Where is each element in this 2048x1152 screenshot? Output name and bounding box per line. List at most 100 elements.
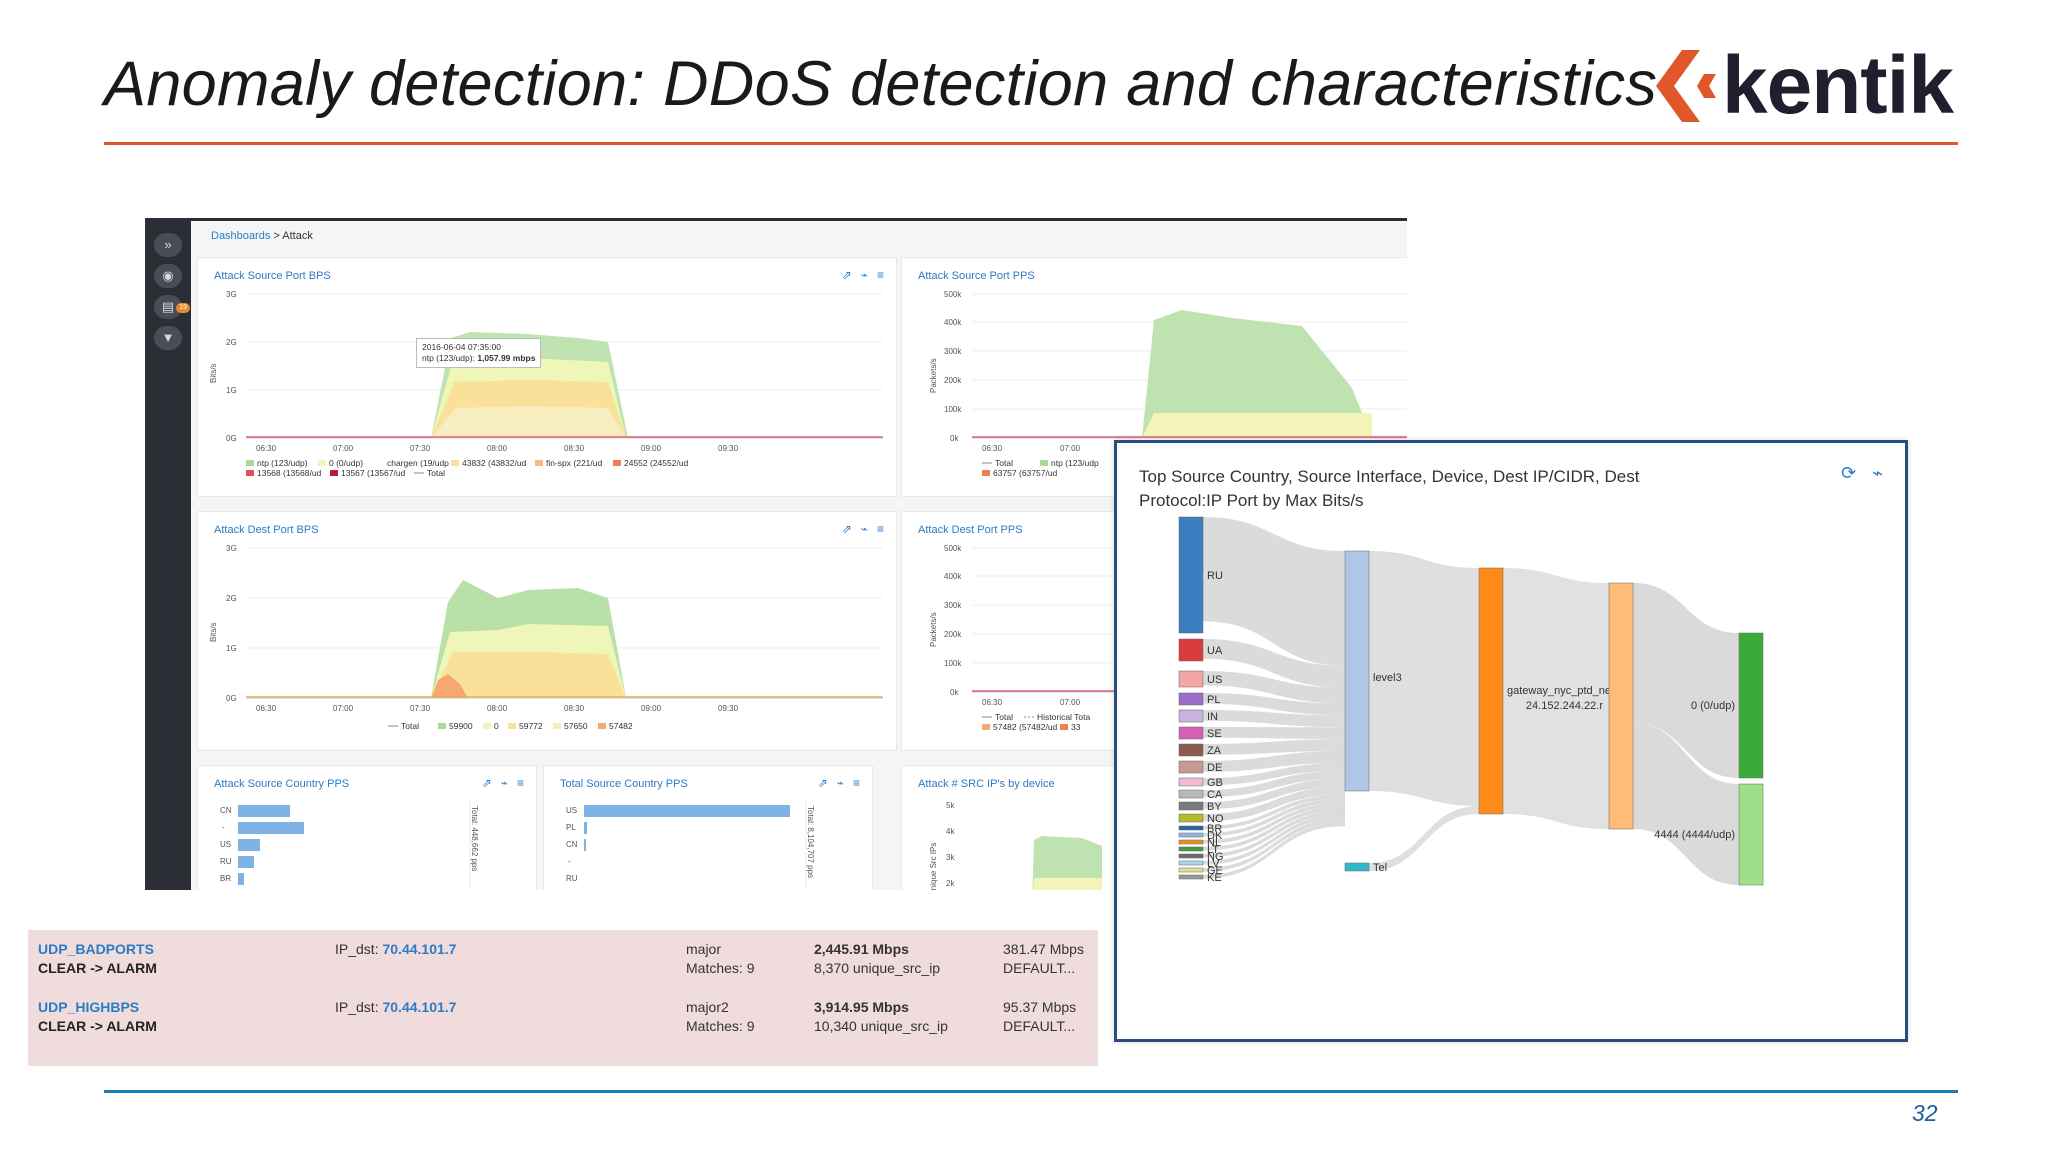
svg-text:Unique Src IPs: Unique Src IPs	[929, 843, 938, 890]
chart-icon[interactable]: ⌁	[500, 776, 508, 790]
svg-text:33: 33	[1071, 722, 1081, 732]
y-axis-label: Bits/s	[209, 363, 218, 383]
sankey-node-country[interactable]	[1178, 726, 1204, 740]
sankey-node-dest-ip[interactable]	[1608, 582, 1634, 830]
sankey-interface-label: level3	[1373, 672, 1402, 684]
external-link-icon[interactable]: ⇗	[817, 776, 828, 790]
page-number: 32	[1912, 1100, 1938, 1126]
breadcrumb-current: Attack	[282, 230, 313, 242]
alarm-severity: major	[686, 941, 722, 957]
logo-wordmark: kentik	[1722, 40, 1954, 131]
sankey-node-country[interactable]	[1178, 743, 1204, 757]
sankey-country-label: PL	[1207, 694, 1220, 706]
sankey-node-country[interactable]	[1178, 867, 1204, 873]
sankey-country-label: RU	[1207, 570, 1223, 582]
sankey-node-country[interactable]	[1178, 516, 1204, 634]
svg-text:57482: 57482	[609, 721, 633, 731]
svg-text:4k: 4k	[946, 827, 955, 836]
link-ip-port	[1633, 723, 1739, 885]
sankey-node-country[interactable]	[1178, 874, 1204, 880]
alarm-baseline: 381.47 Mbps	[1003, 941, 1084, 957]
sankey-node-country[interactable]	[1178, 801, 1204, 811]
refresh-icon[interactable]: ⟳	[1841, 463, 1857, 483]
sankey-node-country[interactable]	[1178, 853, 1204, 859]
breadcrumb: Dashboards > Attack	[211, 230, 313, 242]
link-interface-device	[1369, 806, 1479, 871]
alarm-rate: 2,445.91 Mbps	[814, 941, 909, 957]
svg-text:07:00: 07:00	[1060, 444, 1081, 453]
link-country-interface	[1203, 802, 1345, 844]
tooltip-value: 1,057.99 mbps	[477, 353, 536, 363]
area-pps	[1142, 310, 1372, 438]
sankey-node-port[interactable]	[1738, 632, 1764, 779]
svg-text:100k: 100k	[944, 659, 962, 668]
sankey-node-port[interactable]	[1738, 783, 1764, 886]
svg-text:ntp (123/udp): ntp (123/udp)	[257, 458, 308, 468]
y-tick: 200k	[944, 376, 962, 385]
sankey-device-label: gateway_nyc_ptd_net	[1507, 685, 1614, 697]
alarm-row[interactable]: UDP_HIGHBPS CLEAR -> ALARM IP_dst: 70.44…	[28, 988, 1098, 1046]
alarm-name-link[interactable]: UDP_HIGHBPS	[38, 999, 140, 1015]
sankey-nodes: RUUAUSPLINSEZADEGBCABYNOBRDKNLLTNGLVGEKE…	[1178, 516, 1764, 886]
ip-value-link[interactable]: 70.44.101.7	[382, 999, 457, 1015]
sankey-node-country[interactable]	[1178, 860, 1204, 866]
chart-icon[interactable]: ⌁	[860, 522, 868, 536]
sankey-node-country[interactable]	[1178, 839, 1204, 845]
sankey-country-label: NG	[1207, 851, 1224, 863]
chart-icon[interactable]: ⌁	[1872, 463, 1883, 483]
menu-icon[interactable]: ≡	[516, 776, 524, 790]
sankey-node-country[interactable]	[1178, 813, 1204, 823]
chart-src-country-pps: CN - US RU BR Total: 448,662 pps	[220, 802, 479, 890]
eye-icon[interactable]: ◉	[154, 264, 182, 288]
menu-icon[interactable]: ≡	[876, 268, 884, 282]
kentik-chevron-icon	[1656, 50, 1716, 122]
svg-text:59772: 59772	[519, 721, 543, 731]
svg-text:Total: Total	[401, 721, 419, 731]
sankey-node-country[interactable]	[1178, 692, 1204, 706]
alarm-table: UDP_BADPORTS CLEAR -> ALARM IP_dst: 70.4…	[28, 930, 1098, 1066]
external-link-icon[interactable]: ⇗	[841, 268, 852, 282]
sankey-node-device[interactable]	[1478, 567, 1504, 815]
sankey-node-country[interactable]	[1178, 825, 1204, 831]
alarm-row[interactable]: UDP_BADPORTS CLEAR -> ALARM IP_dst: 70.4…	[28, 930, 1098, 988]
sankey-node-country[interactable]	[1178, 777, 1204, 787]
panel-attack-dest-port-bps: Attack Dest Port BPS ⇗ ⌁ ≡ 3G 2G 1G 0G B…	[197, 511, 897, 751]
sankey-node-country[interactable]	[1178, 670, 1204, 688]
menu-icon[interactable]: ≡	[876, 522, 884, 536]
svg-text:07:30: 07:30	[410, 704, 431, 713]
y-tick: 500k	[944, 290, 962, 299]
chart-icon[interactable]: ⌁	[860, 268, 868, 282]
sankey-node-interface[interactable]	[1344, 550, 1370, 792]
svg-text:07:00: 07:00	[1060, 698, 1081, 707]
ip-value-link[interactable]: 70.44.101.7	[382, 941, 457, 957]
filter-icon[interactable]: ▼	[154, 326, 182, 350]
y-tick: 0k	[950, 434, 959, 443]
external-link-icon[interactable]: ⇗	[481, 776, 492, 790]
svg-text:09:30: 09:30	[718, 444, 739, 453]
external-link-icon[interactable]: ⇗	[841, 522, 852, 536]
sankey-node-country[interactable]	[1178, 760, 1204, 774]
chart-src-ips-by-device: 5k 4k 3k 2k Unique Src IPs	[929, 801, 1102, 890]
svg-text:-: -	[568, 857, 571, 866]
svg-text:200k: 200k	[944, 630, 962, 639]
alarm-name-link[interactable]: UDP_BADPORTS	[38, 941, 154, 957]
sankey-node-country[interactable]	[1178, 846, 1204, 852]
chart-icon[interactable]: ⌁	[836, 776, 844, 790]
link-country-interface	[1203, 739, 1345, 755]
panel-attack-source-country-pps: Attack Source Country PPS ⇗ ⌁ ≡ CN - US …	[197, 765, 537, 890]
y-axis-label: Packets/s	[929, 358, 938, 393]
expand-icon[interactable]: »	[154, 233, 182, 257]
svg-text:08:30: 08:30	[564, 444, 585, 453]
sankey-node-country[interactable]	[1178, 789, 1204, 799]
sankey-node-country[interactable]	[1178, 709, 1204, 723]
menu-icon[interactable]: ≡	[852, 776, 860, 790]
sankey-country-label: BR	[1207, 823, 1222, 835]
sankey-node-country[interactable]	[1178, 638, 1204, 662]
sankey-node-interface[interactable]	[1344, 862, 1370, 872]
breadcrumb-dashboards-link[interactable]: Dashboards	[211, 230, 271, 242]
sankey-node-country[interactable]	[1178, 832, 1204, 838]
svg-text:PL: PL	[566, 823, 576, 832]
panel-tools: ⇗ ⌁ ≡	[842, 268, 884, 282]
sankey-country-label: SE	[1207, 728, 1222, 740]
svg-text:Total: 448,662 pps: Total: 448,662 pps	[470, 806, 479, 871]
